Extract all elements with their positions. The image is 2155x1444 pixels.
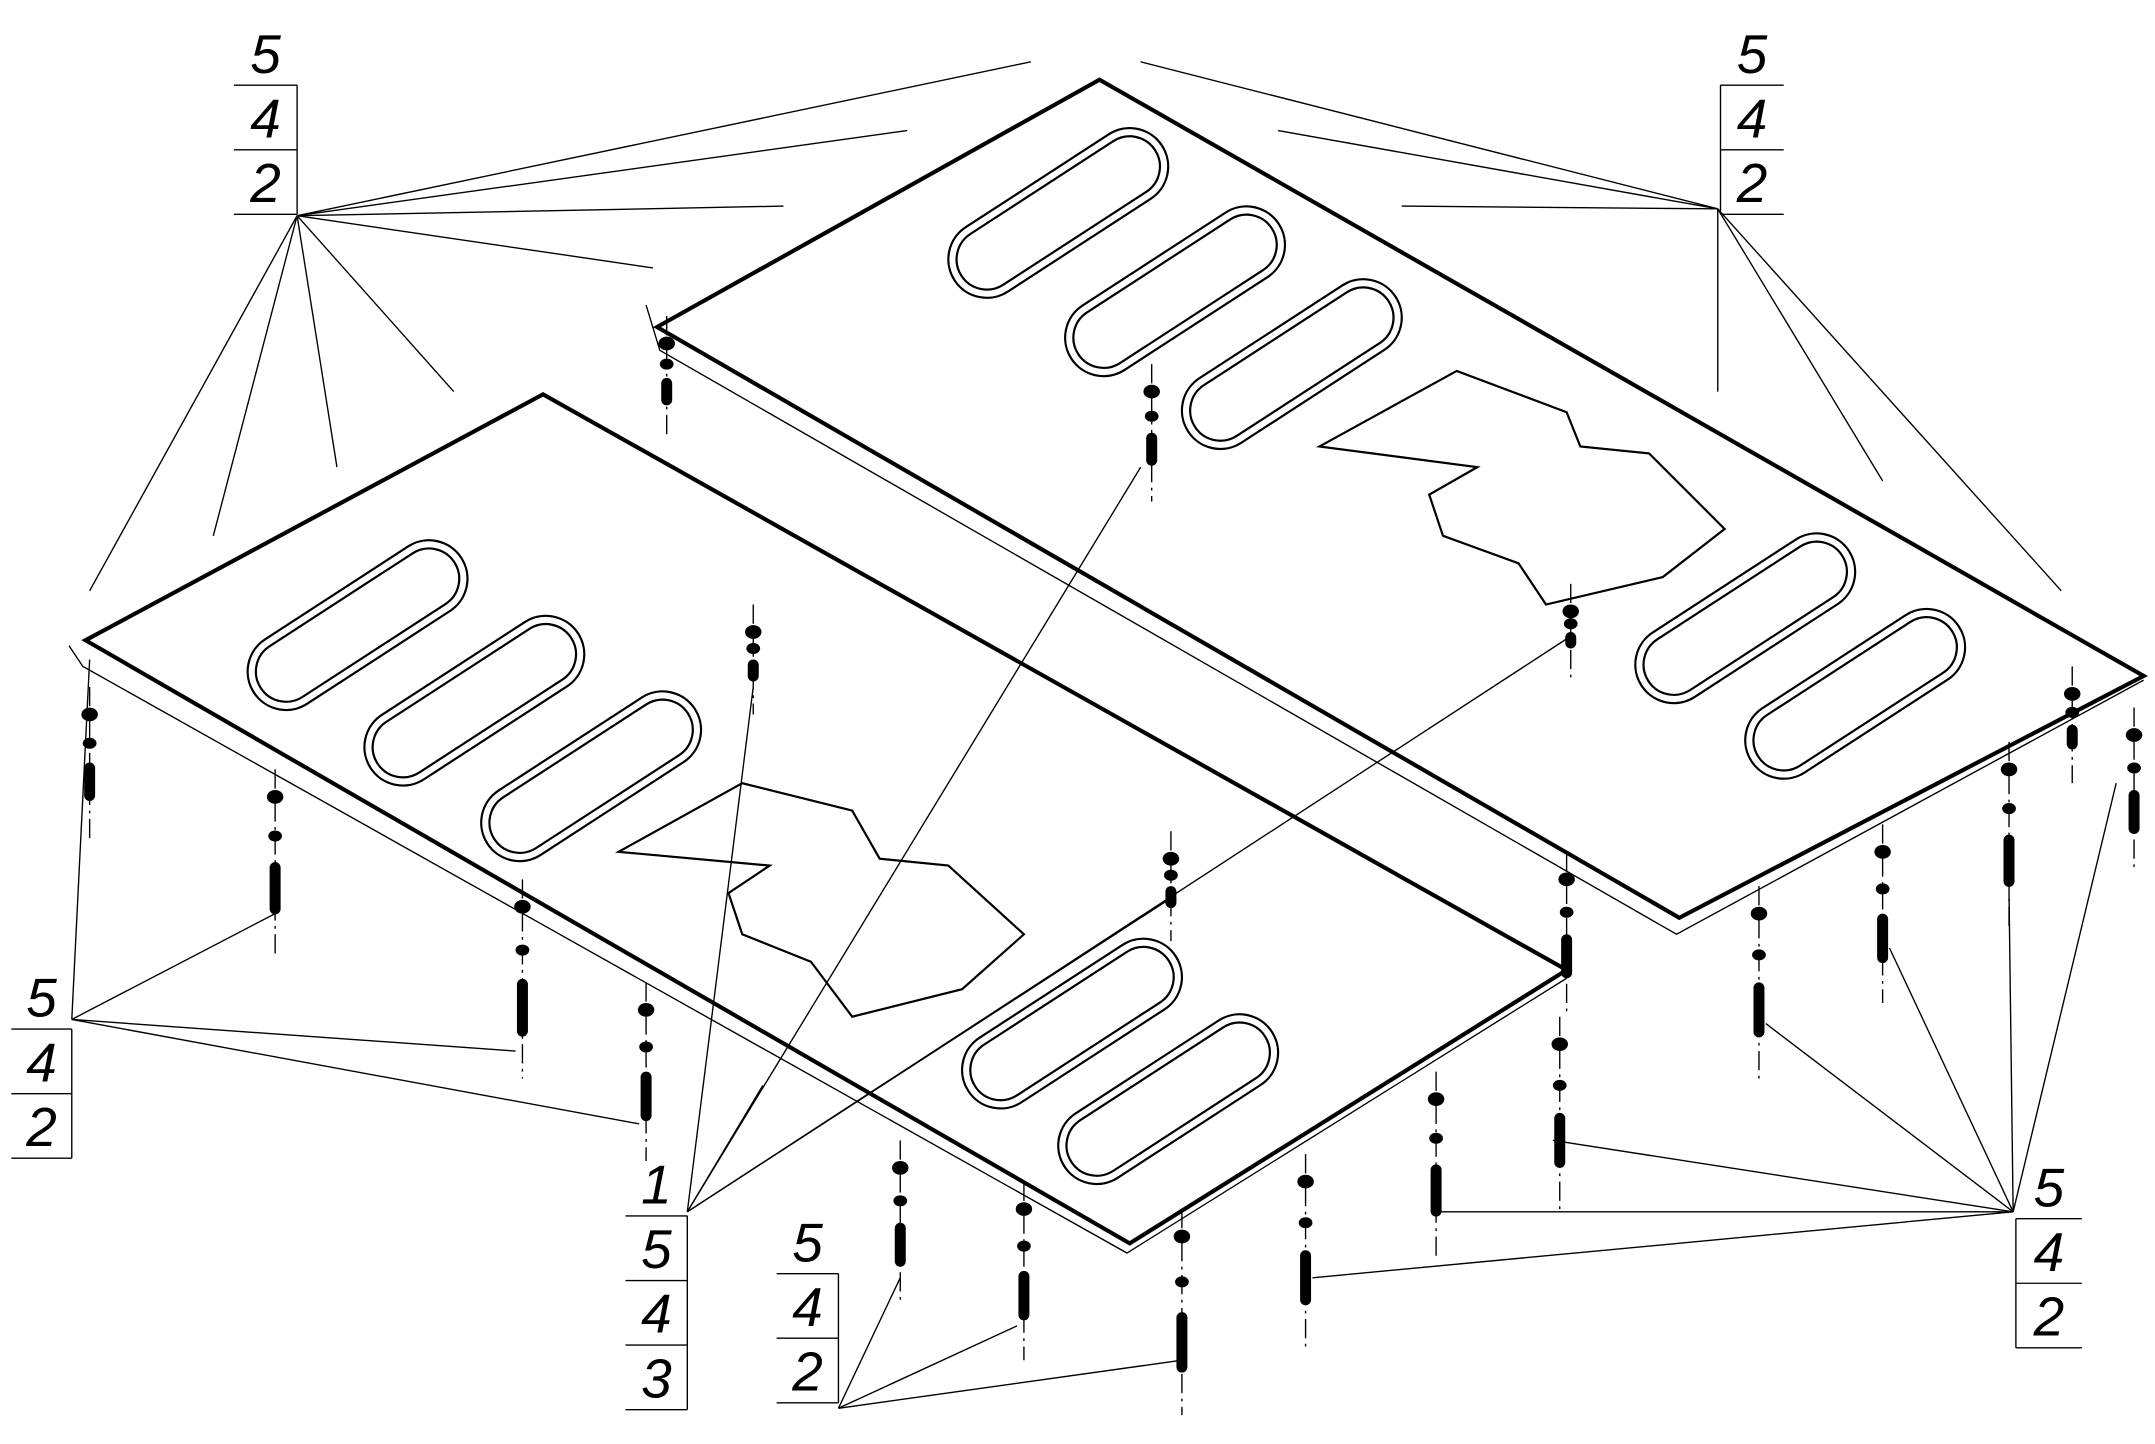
- leader-line: [686, 1085, 764, 1213]
- leader-line: [297, 205, 784, 217]
- leader-line: [686, 686, 754, 1212]
- callout-item: 1: [641, 1154, 672, 1216]
- leader-line: [296, 61, 1031, 217]
- fastener: [1143, 364, 1160, 502]
- right-plate: [652, 77, 2148, 921]
- fastener: [1297, 1154, 1314, 1347]
- fastener: [892, 1140, 909, 1306]
- callout-left-bottom: 542: [11, 967, 73, 1159]
- callout-item: 5: [26, 967, 57, 1029]
- callout-item: 2: [2033, 1285, 2065, 1347]
- callout-item: 3: [641, 1347, 672, 1409]
- leader-line: [686, 638, 1567, 1213]
- slot: [1180, 278, 1403, 451]
- fastener: [1562, 583, 1579, 681]
- callout-item: 2: [791, 1340, 823, 1402]
- slot: [1744, 607, 1967, 780]
- callout-item: 4: [250, 87, 281, 149]
- right-rib: [1315, 369, 1727, 606]
- stamped-slots: [246, 126, 1967, 1186]
- fasteners: [81, 316, 2143, 1416]
- slot: [1057, 1013, 1280, 1186]
- fastener: [2000, 741, 2018, 928]
- leader-line: [837, 1277, 901, 1409]
- leader-line: [1552, 1139, 2014, 1213]
- leader-line: [296, 215, 455, 393]
- fastener: [514, 879, 531, 1079]
- leader-line: [71, 1018, 640, 1125]
- callout-top-right: 542: [1719, 23, 1784, 216]
- fastener: [1750, 886, 1768, 1079]
- leader-line: [2008, 893, 2014, 1212]
- fastener: [1015, 1181, 1033, 1361]
- fastener: [745, 604, 762, 715]
- callout-item: 4: [641, 1283, 672, 1345]
- callout-item: 4: [2034, 1221, 2065, 1283]
- leader-line: [297, 129, 908, 217]
- plates: [68, 77, 2148, 1254]
- leader-line: [297, 215, 654, 269]
- callout-item: 4: [792, 1276, 823, 1338]
- fastener: [1551, 1016, 1568, 1210]
- slot: [960, 937, 1184, 1110]
- leader-lines: [71, 61, 2117, 1409]
- slot: [1064, 205, 1287, 378]
- left-plate-flange: [68, 645, 1567, 1254]
- leader-line: [212, 215, 298, 537]
- left-rib: [614, 781, 1026, 1018]
- right-plate-flange: [645, 304, 2144, 936]
- leader-line: [71, 1018, 516, 1052]
- fastener: [1427, 1071, 1445, 1258]
- callout-right-bottom: 542: [2015, 1156, 2082, 1349]
- callout-bottom-middle: 542: [776, 1211, 840, 1404]
- fastener: [1558, 851, 1575, 1017]
- fastener: [2125, 707, 2143, 873]
- callout-item: 5: [792, 1211, 823, 1273]
- leader-line: [296, 215, 338, 468]
- slot: [947, 126, 1170, 299]
- leader-line: [1277, 129, 1718, 210]
- leader-line: [1765, 1023, 2014, 1213]
- fastener: [1874, 824, 1891, 1003]
- leader-line: [71, 913, 276, 1021]
- leader-line: [1888, 947, 2014, 1213]
- callout-item: 5: [641, 1218, 672, 1280]
- leader-line: [1312, 1211, 2014, 1279]
- slot: [363, 614, 586, 787]
- leader-line: [1717, 208, 1884, 482]
- callout-item: 2: [1736, 152, 1768, 214]
- slot: [246, 539, 469, 712]
- callout-item: 5: [2034, 1156, 2065, 1218]
- leader-line: [1717, 208, 2062, 592]
- callout-top-left: 542: [233, 23, 298, 216]
- callout-item: 5: [250, 23, 281, 85]
- leader-line: [838, 1359, 1183, 1409]
- callout-item: 2: [249, 152, 281, 214]
- slot: [480, 690, 703, 863]
- fastener: [637, 982, 655, 1161]
- fastener: [266, 769, 284, 955]
- leader-line: [1401, 205, 1718, 210]
- callout-item: 4: [1737, 87, 1768, 149]
- slot: [1634, 532, 1857, 705]
- callout-item: 2: [25, 1096, 57, 1158]
- fastener: [1173, 1209, 1191, 1416]
- leader-line: [2012, 782, 2117, 1212]
- fastener: [2063, 666, 2081, 784]
- fastener: [658, 316, 675, 440]
- fastener: [1162, 831, 1180, 942]
- callout-item: 5: [1737, 23, 1768, 85]
- leader-line: [1140, 61, 1718, 210]
- stamped-ribs: [614, 369, 1727, 1018]
- callout-item: 4: [26, 1031, 57, 1093]
- leader-line: [71, 659, 91, 1020]
- leader-line: [89, 215, 298, 592]
- leader-line: [838, 1325, 1018, 1409]
- leader-line: [686, 466, 1142, 1213]
